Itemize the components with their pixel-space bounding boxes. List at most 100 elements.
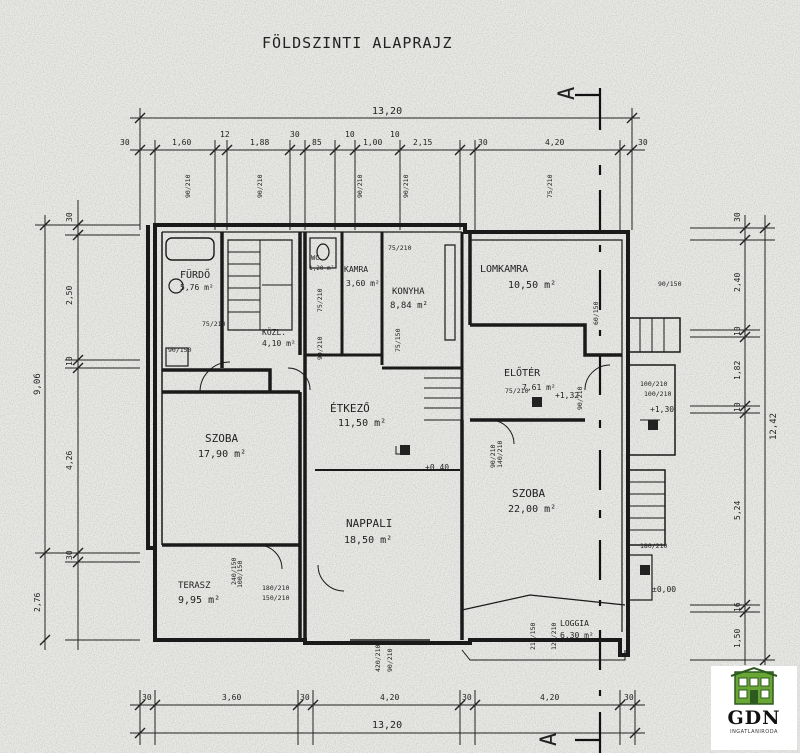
room-name: KAMRA <box>344 265 368 274</box>
dimension-label: 30 <box>624 693 634 702</box>
right-dimension-chain <box>690 215 775 666</box>
opening-label: 100/150 <box>236 561 244 588</box>
dimension-label: 1,60 <box>172 138 191 147</box>
opening-label: 75/150 <box>394 328 402 352</box>
dimension-label: 85 <box>312 138 322 147</box>
room-area: 8,84 m² <box>390 301 428 311</box>
room-area: 7,61 m² <box>522 383 556 392</box>
dimension-label: 30 <box>462 693 472 702</box>
room-name: KÖZL. <box>262 327 286 337</box>
dimension-label: 30 <box>733 212 742 222</box>
dimension-label: 16 <box>733 602 742 612</box>
dimension-label: 12 <box>220 130 230 139</box>
dimension-label: 4,20 <box>545 138 564 147</box>
room-name: LOGGIA <box>560 619 589 628</box>
opening-label: 75/210 <box>388 244 412 252</box>
walls <box>146 223 681 661</box>
room-name: LOMKAMRA <box>480 264 528 275</box>
dimension-label: 4,20 <box>380 693 399 702</box>
room-area: 18,50 m² <box>344 535 392 546</box>
opening-label: 75/210 <box>546 174 554 198</box>
house-logo-icon <box>730 666 778 705</box>
dimension-label: 10 <box>65 356 74 366</box>
dimension-label: 4,26 <box>65 451 74 470</box>
opening-label: 180/210 <box>640 542 667 550</box>
dimension-label: 1,88 <box>250 138 269 147</box>
room-name: NAPPALI <box>346 517 392 530</box>
room-name: SZOBA <box>205 432 238 445</box>
dimension-label: 10 <box>345 130 355 139</box>
dimension-label: 30 <box>300 693 310 702</box>
dimension-label: 1,50 <box>733 629 742 648</box>
top-dimension-chain <box>130 108 645 230</box>
room-name: ÉTKEZŐ <box>330 401 370 415</box>
room-area: 6,30 m² <box>560 631 594 640</box>
room-area: 22,00 m² <box>508 504 556 515</box>
opening-label: 90/210 <box>576 386 584 410</box>
dimension-label: 5,24 <box>733 501 742 520</box>
left-dimension-chain <box>35 200 140 650</box>
dimension-label: 2,40 <box>733 273 742 292</box>
dimension-label: 30 <box>478 138 488 147</box>
room-name: SZOBA <box>512 487 545 500</box>
room-area: 3,60 m² <box>346 279 380 288</box>
dimension-label: 10 <box>733 326 742 336</box>
dimension-label: 13,20 <box>372 720 402 731</box>
level-label: +1,30 <box>650 405 674 414</box>
opening-label: 210/150 <box>529 623 537 650</box>
room-name: WC <box>311 254 319 262</box>
level-label: +1,32 <box>555 391 579 400</box>
level-label: +0,40 <box>425 463 449 472</box>
dimension-label: 2,15 <box>413 138 432 147</box>
room-area: 17,90 m² <box>198 449 246 460</box>
opening-label: 90/150 <box>168 346 192 354</box>
room-area: 11,50 m² <box>338 418 386 429</box>
opening-label: 180/210 <box>262 584 289 592</box>
opening-label: 90/210 <box>402 174 410 198</box>
opening-label: 90/210 <box>489 444 497 468</box>
room-name: ELŐTÉR <box>504 365 541 379</box>
dimension-label: 12,42 <box>769 413 779 440</box>
opening-label: 60/150 <box>592 301 600 325</box>
room-name: KONYHA <box>392 287 425 297</box>
dimension-label: 3,60 <box>222 693 241 702</box>
section-marker-bottom: A <box>537 733 562 746</box>
logo-subtitle: INGATLANIRODA <box>730 729 778 735</box>
dimension-label: 1,82 <box>733 361 742 380</box>
dimension-label: 4,20 <box>540 693 559 702</box>
dimension-label: 10 <box>733 402 742 412</box>
dimension-label: 13,20 <box>372 106 402 117</box>
dimension-label: 30 <box>120 138 130 147</box>
opening-label: 75/210 <box>316 288 324 312</box>
section-marker-top: A <box>555 87 580 100</box>
agency-logo: GDN INGATLANIRODA <box>711 666 797 750</box>
opening-label: 90/150 <box>658 280 682 288</box>
room-area: 4,10 m² <box>262 339 296 348</box>
opening-label: 100/210 <box>640 380 667 388</box>
plan-title: FÖLDSZINTI ALAPRAJZ <box>262 34 453 52</box>
opening-label: 420/210 <box>374 645 382 672</box>
opening-label: 240/150 <box>230 558 238 585</box>
level-markers <box>400 397 658 575</box>
dimension-label: 10 <box>390 130 400 139</box>
opening-label: 90/210 <box>386 648 394 672</box>
room-area: 9,95 m² <box>178 595 220 606</box>
dimension-label: 30 <box>638 138 648 147</box>
logo-text: GDN <box>727 707 781 729</box>
room-name: FÜRDŐ <box>180 267 210 281</box>
opening-label: 150/210 <box>262 594 289 602</box>
dimension-label: 1,00 <box>363 138 382 147</box>
section-line <box>575 88 602 753</box>
opening-label: 75/210 <box>505 387 529 395</box>
opening-label: 90/210 <box>184 174 192 198</box>
dimension-label: 30 <box>65 550 74 560</box>
opening-label: 120/210 <box>550 623 558 650</box>
dimension-label: 2,50 <box>65 286 74 305</box>
dimension-label: 2,76 <box>33 593 42 612</box>
room-area: 10,50 m² <box>508 280 556 291</box>
room-area: 1,20 m² <box>309 265 334 272</box>
dimension-label: 30 <box>290 130 300 139</box>
dimension-label: 30 <box>65 212 74 222</box>
opening-label: 140/210 <box>496 441 504 468</box>
